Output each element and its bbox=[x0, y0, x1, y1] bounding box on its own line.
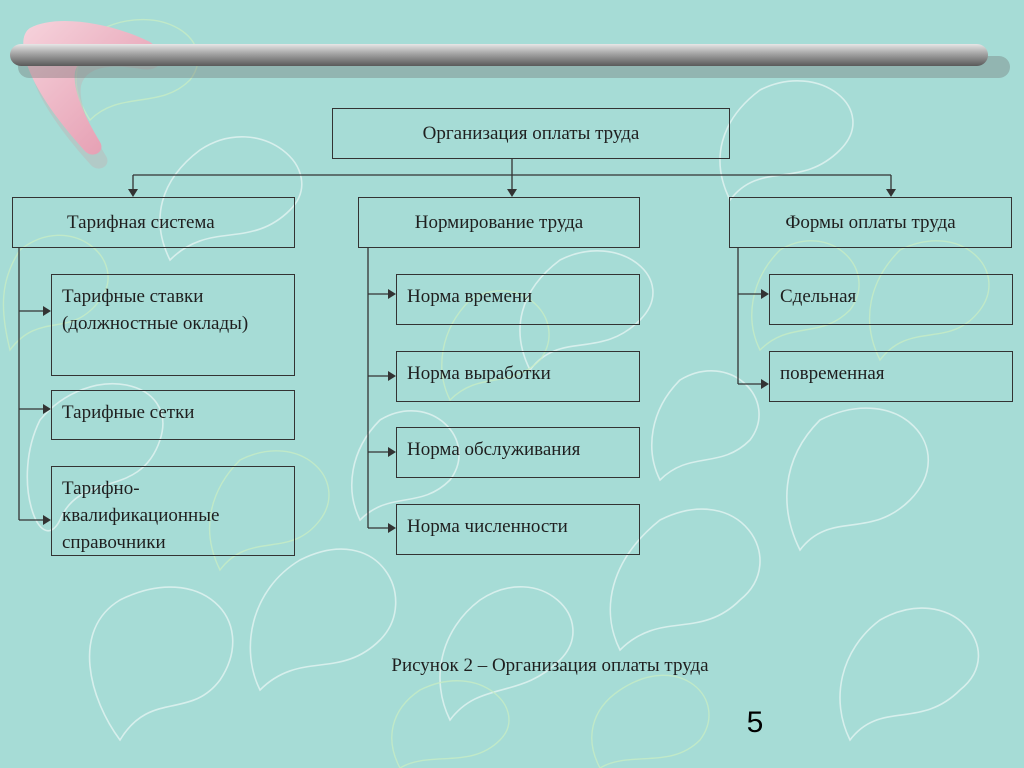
item-service-norm: Норма обслуживания bbox=[396, 427, 640, 478]
connectors bbox=[18, 159, 892, 529]
item-time-based: повременная bbox=[769, 351, 1013, 402]
item-headcount-norm: Норма численности bbox=[396, 504, 640, 555]
item-piecework: Сдельная bbox=[769, 274, 1013, 325]
root-box: Организация оплаты труда bbox=[332, 108, 730, 159]
item-time-norm: Норма времени bbox=[396, 274, 640, 325]
item-output-norm: Норма выработки bbox=[396, 351, 640, 402]
column-title-labor-rationing: Нормирование труда bbox=[358, 197, 640, 248]
arrowheads bbox=[43, 189, 896, 533]
page-number: 5 bbox=[746, 706, 764, 739]
column-title-payment-forms: Формы оплаты труда bbox=[729, 197, 1012, 248]
item-qualification-handbooks: Тарифно-квалификационные справочники bbox=[51, 466, 295, 556]
item-tariff-rates: Тарифные ставки (должностные оклады) bbox=[51, 274, 295, 376]
top-bar bbox=[10, 44, 1010, 78]
figure-caption: Рисунок 2 – Организация оплаты труда bbox=[391, 655, 709, 676]
column-title-tariff-system: Тарифная система bbox=[12, 197, 295, 248]
boomerang-logo bbox=[23, 20, 161, 169]
item-tariff-scales: Тарифные сетки bbox=[51, 390, 295, 440]
